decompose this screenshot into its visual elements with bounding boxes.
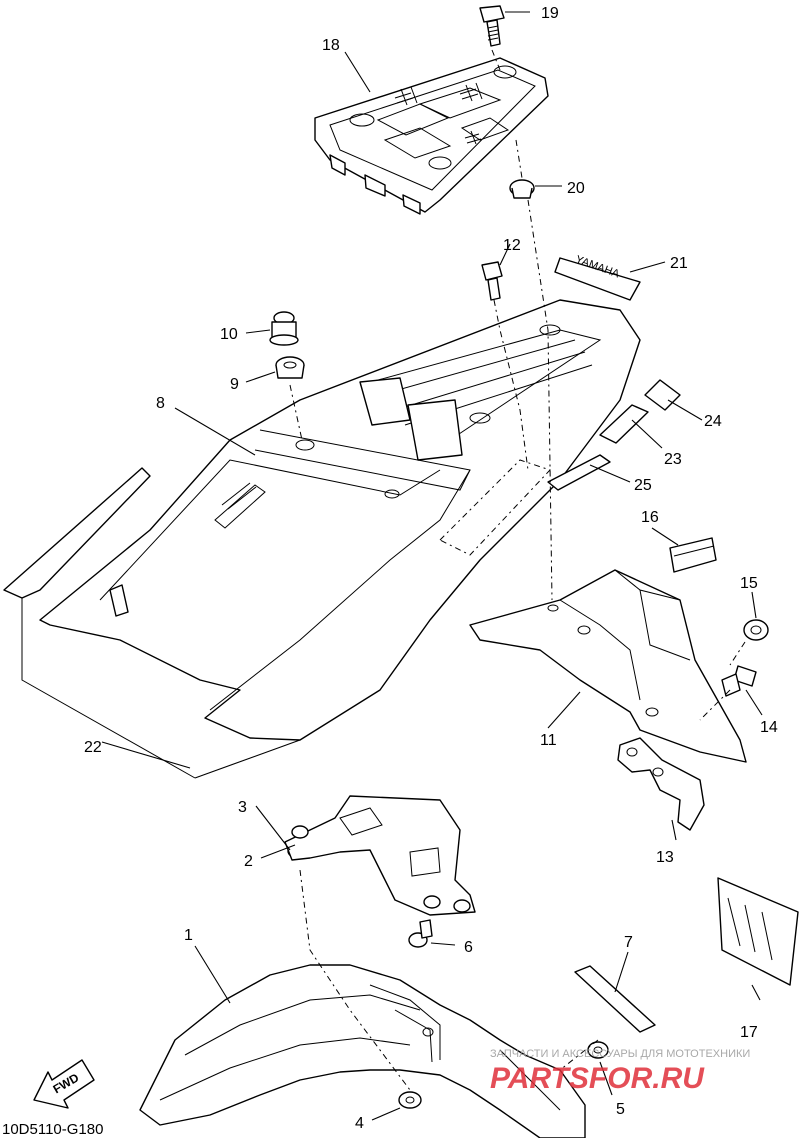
part-11-license-bracket[interactable] (469, 569, 747, 763)
callout-8: 8 (156, 395, 165, 412)
callout-24: 24 (704, 413, 722, 430)
callout-3: 3 (238, 799, 247, 816)
callout-17: 17 (740, 1024, 758, 1041)
part-21-yamaha-decal[interactable]: YAMAHA (554, 254, 641, 301)
callout-4: 4 (355, 1115, 364, 1132)
part-10-bolt[interactable] (269, 311, 299, 346)
assembly-axis-lines (289, 49, 746, 1091)
callout-22: 22 (84, 739, 102, 756)
callout-13: 13 (656, 849, 674, 866)
callout-7: 7 (624, 934, 633, 951)
callout-5: 5 (616, 1101, 625, 1118)
fwd-arrow: FWD (33, 1059, 95, 1109)
part-7-decal[interactable] (574, 965, 656, 1033)
leader-lines (101, 11, 763, 1121)
part-2-bracket[interactable] (284, 795, 476, 916)
callout-23: 23 (664, 451, 682, 468)
callout-20: 20 (567, 180, 585, 197)
part-13-bracket[interactable] (617, 737, 705, 831)
callout-6: 6 (464, 939, 473, 956)
part-22-side-decal[interactable] (3, 467, 301, 779)
callout-9: 9 (230, 376, 239, 393)
part-4-nut[interactable] (398, 1091, 422, 1109)
part-20-grommet[interactable] (509, 179, 535, 199)
part-5-grommet[interactable] (587, 1041, 609, 1059)
part-14-bolt[interactable] (721, 665, 757, 697)
part-24-decal[interactable] (644, 379, 681, 411)
watermark-line1: ЗАПЧАСТИ И АКСЕССУАРЫ ДЛЯ МОТОТЕХНИКИ (490, 1048, 750, 1060)
callout-15: 15 (740, 575, 758, 592)
watermark-logo: PARTSFOR.RU (490, 1062, 705, 1095)
part-6-bolt[interactable] (408, 919, 433, 948)
part-23-decal[interactable] (599, 404, 649, 444)
callout-21: 21 (670, 255, 688, 272)
callout-labels: 19 18 20 12 21 10 9 8 24 23 25 16 15 11 … (84, 5, 778, 1132)
callout-12: 12 (503, 237, 521, 254)
callout-1: 1 (184, 927, 193, 944)
part-1-rear-fender[interactable] (139, 964, 586, 1138)
callout-19: 19 (541, 5, 559, 22)
callout-14: 14 (760, 719, 778, 736)
callout-11: 11 (540, 732, 557, 749)
callout-18: 18 (322, 37, 340, 54)
callout-25: 25 (634, 477, 652, 494)
part-16-reflector[interactable] (669, 537, 717, 573)
watermark: ЗАПЧАСТИ И АКСЕССУАРЫ ДЛЯ МОТОТЕХНИКИ PA… (490, 1048, 750, 1095)
part-12-bolt[interactable] (481, 261, 503, 301)
part-9-grommet[interactable] (275, 356, 305, 379)
part-25-decal[interactable] (547, 454, 611, 491)
part-8-rear-cowl[interactable] (39, 299, 641, 741)
callout-16: 16 (641, 509, 659, 526)
part-19-bolt[interactable] (479, 5, 505, 47)
diagram-code: 10D5110-G180 (2, 1121, 103, 1138)
callout-2: 2 (244, 853, 253, 870)
part-15-nut[interactable] (743, 619, 769, 641)
part-18-rear-carrier[interactable] (314, 57, 549, 215)
callout-10: 10 (220, 326, 238, 343)
part-17-mudflap[interactable] (717, 877, 799, 986)
